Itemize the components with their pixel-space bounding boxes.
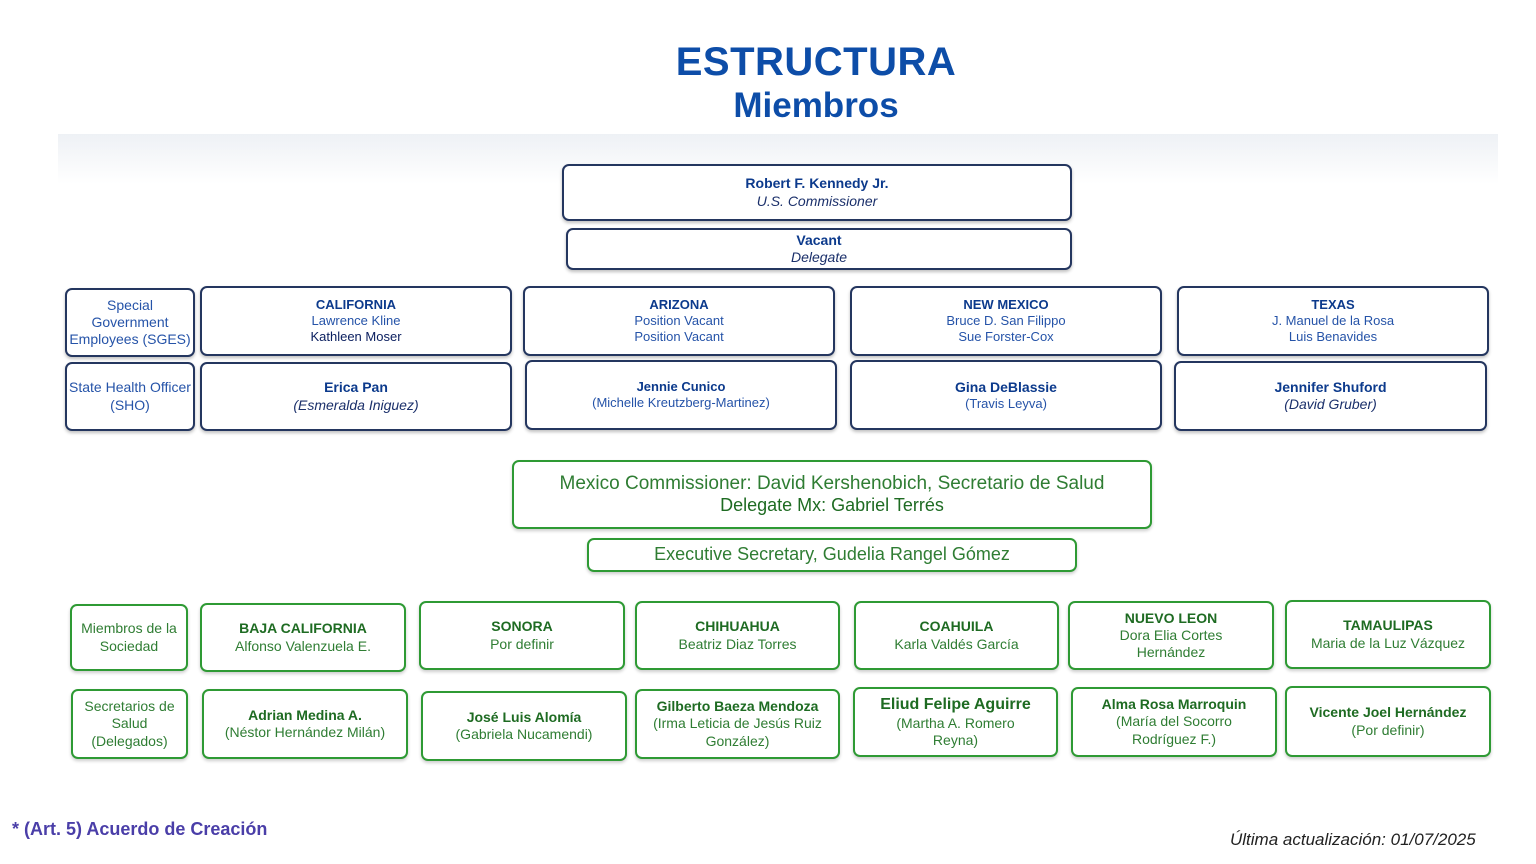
us-commissioner-role: U.S. Commissioner <box>756 192 878 209</box>
sho-name: Gina DeBlassie <box>955 378 1057 395</box>
us-state-box-arizona: ARIZONA Position Vacant Position Vacant <box>523 286 835 356</box>
state-member: Lawrence Kline <box>311 313 401 329</box>
us-state-box-california: CALIFORNIA Lawrence Kline Kathleen Moser <box>200 286 512 356</box>
page-title: ESTRUCTURA <box>675 40 957 84</box>
mx-state-box-chihuahua: CHIHUAHUA Beatriz Diaz Torres <box>635 601 840 670</box>
secretary-name: Gilberto Baeza Mendoza <box>656 698 819 715</box>
mx-executive-box: Executive Secretary, Gudelia Rangel Góme… <box>587 538 1077 572</box>
state-member: Karla Valdés García <box>894 635 1019 652</box>
state-name: TAMAULIPAS <box>1343 617 1433 634</box>
society-label: Miembros de la Sociedad <box>81 620 177 654</box>
secretary-box-coahuila: Eliud Felipe Aguirre (Martha A. Romero R… <box>853 687 1058 757</box>
secretary-box-tamaulipas: Vicente Joel Hernández (Por definir) <box>1285 686 1491 757</box>
state-name: CHIHUAHUA <box>695 618 780 635</box>
sho-delegate: (Esmeralda Iniguez) <box>293 396 419 413</box>
sho-delegate: (David Gruber) <box>1284 396 1377 412</box>
mx-state-box-tamaulipas: TAMAULIPAS Maria de la Luz Vázquez <box>1285 600 1491 669</box>
mx-state-box-coahuila: COAHUILA Karla Valdés García <box>854 601 1059 670</box>
page-subtitle: Miembros <box>733 86 899 125</box>
secretary-name: Alma Rosa Marroquin <box>1101 696 1247 713</box>
secretary-box-sonora: José Luis Alomía (Gabriela Nucamendi) <box>421 691 627 761</box>
state-name: BAJA CALIFORNIA <box>239 620 367 637</box>
state-member: Dora Elia Cortes Hernández <box>1119 626 1223 661</box>
us-commissioner-box: Robert F. Kennedy Jr. U.S. Commissioner <box>562 164 1072 221</box>
us-commissioner-name: Robert F. Kennedy Jr. <box>745 175 889 192</box>
us-delegate-box: Vacant Delegate <box>566 228 1072 270</box>
state-member: J. Manuel de la Rosa <box>1271 313 1395 329</box>
sho-label-box: State Health Officer (SHO) <box>65 362 195 431</box>
secretary-delegate: (María del Socorro Rodríguez F.) <box>1116 713 1232 747</box>
state-member: Alfonso Valenzuela E. <box>235 637 371 654</box>
sges-label: Special Government Employees (SGES) <box>69 296 191 348</box>
us-delegate-role: Delegate <box>790 249 848 265</box>
us-state-box-texas: TEXAS J. Manuel de la Rosa Luis Benavide… <box>1177 286 1489 356</box>
secretary-delegate: (Gabriela Nucamendi) <box>455 726 593 742</box>
state-member: Kathleen Moser <box>310 328 402 344</box>
state-member: Bruce D. San Filippo <box>946 313 1066 329</box>
secretary-delegate: (Irma Leticia de Jesús Ruiz González) <box>653 715 822 749</box>
state-name: COAHUILA <box>919 618 994 635</box>
sho-name: Erica Pan <box>324 379 388 396</box>
state-member: Maria de la Luz Vázquez <box>1310 634 1466 651</box>
health-label: Secretarios de Salud (Delegados) <box>84 698 175 749</box>
mx-executive: Executive Secretary, Gudelia Rangel Góme… <box>654 544 1010 565</box>
sho-box-new-mexico: Gina DeBlassie (Travis Leyva) <box>850 360 1162 430</box>
mx-state-box-nuevo-leon: NUEVO LEON Dora Elia Cortes Hernández <box>1068 601 1274 670</box>
state-member: Luis Benavides <box>1288 328 1378 344</box>
sges-label-box: Special Government Employees (SGES) <box>65 288 195 357</box>
us-state-box-new-mexico: NEW MEXICO Bruce D. San Filippo Sue Fors… <box>850 286 1162 356</box>
state-name: CALIFORNIA <box>315 297 397 313</box>
state-member: Sue Forster-Cox <box>958 328 1054 344</box>
sho-label: State Health Officer (SHO) <box>69 379 191 413</box>
state-name: NEW MEXICO <box>963 297 1049 313</box>
last-updated: Última actualización: 01/07/2025 <box>1230 830 1476 849</box>
state-member: Position Vacant <box>634 328 724 344</box>
sho-delegate: (Travis Leyva) <box>965 395 1047 411</box>
us-delegate-name: Vacant <box>796 231 842 248</box>
sho-box-texas: Jennifer Shuford (David Gruber) <box>1174 361 1487 431</box>
state-member: Por definir <box>490 635 554 652</box>
sho-box-california: Erica Pan (Esmeralda Iniguez) <box>200 362 512 431</box>
sho-box-arizona: Jennie Cunico (Michelle Kreutzberg-Marti… <box>525 360 837 430</box>
state-member: Position Vacant <box>634 313 724 329</box>
secretary-box-baja-california: Adrian Medina A. (Néstor Hernández Milán… <box>202 689 408 759</box>
mx-commissioner: Mexico Commissioner: David Kershenobich,… <box>559 472 1105 494</box>
secretary-name: Vicente Joel Hernández <box>1309 704 1467 721</box>
secretary-delegate: (Por definir) <box>1351 721 1425 738</box>
society-label-box: Miembros de la Sociedad <box>70 604 188 671</box>
secretary-delegate: (Martha A. Romero Reyna) <box>896 714 1015 748</box>
secretary-name: Eliud Felipe Aguirre <box>880 696 1031 714</box>
state-name: ARIZONA <box>649 297 709 313</box>
state-member: Beatriz Diaz Torres <box>678 635 797 652</box>
state-name: SONORA <box>491 618 553 635</box>
sho-delegate: (Michelle Kreutzberg-Martinez) <box>592 395 770 410</box>
health-label-box: Secretarios de Salud (Delegados) <box>71 689 188 759</box>
sho-name: Jennie Cunico <box>636 379 726 395</box>
mx-commissioner-box: Mexico Commissioner: David Kershenobich,… <box>512 460 1152 529</box>
secretary-name: Adrian Medina A. <box>248 706 362 723</box>
secretary-box-chihuahua: Gilberto Baeza Mendoza (Irma Leticia de … <box>635 689 840 759</box>
mx-state-box-baja-california: BAJA CALIFORNIA Alfonso Valenzuela E. <box>200 603 406 672</box>
secretary-name: José Luis Alomía <box>466 708 582 725</box>
footnote: * (Art. 5) Acuerdo de Creación <box>12 819 268 839</box>
state-name: TEXAS <box>1311 297 1355 313</box>
secretary-box-nuevo-leon: Alma Rosa Marroquin (María del Socorro R… <box>1071 687 1277 757</box>
secretary-delegate: (Néstor Hernández Milán) <box>224 724 386 740</box>
sho-name: Jennifer Shuford <box>1274 378 1387 395</box>
mx-state-box-sonora: SONORA Por definir <box>419 601 625 670</box>
mx-delegate: Delegate Mx: Gabriel Terrés <box>720 495 944 516</box>
state-name: NUEVO LEON <box>1124 609 1218 626</box>
